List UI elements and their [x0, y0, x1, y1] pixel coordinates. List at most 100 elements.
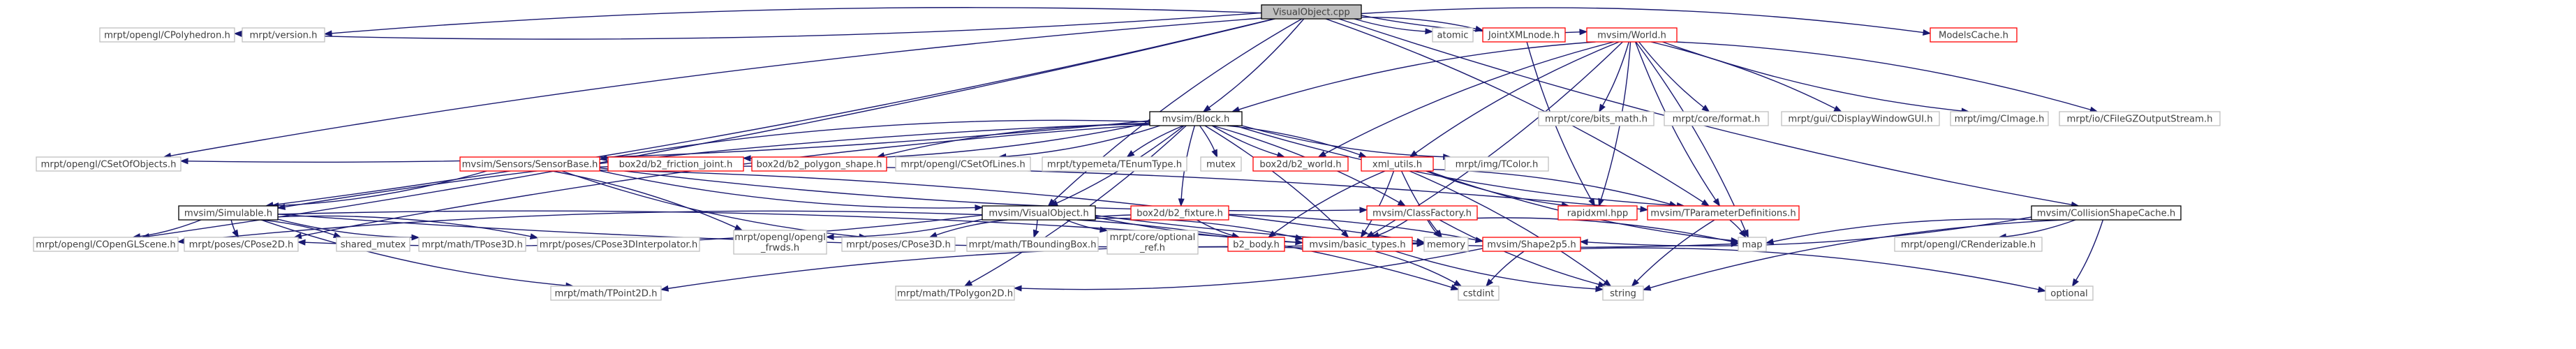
node-label: memory [1427, 240, 1465, 251]
node-box [895, 156, 1031, 172]
edge-arrowhead [297, 239, 306, 246]
node-jointxmlnode-h[interactable]: JointXMLnode.h [1482, 27, 1566, 43]
node-label: mrpt/core/format.h [1673, 114, 1761, 125]
edge-arrowhead [2071, 278, 2079, 288]
node-mvsim-block-h[interactable]: mvsim/Block.h [1149, 111, 1243, 126]
dependency-edge [330, 7, 1262, 34]
edge-arrowhead [660, 285, 669, 292]
dependency-edge [184, 210, 983, 242]
node-label: mrpt/poses/CPose2D.h [189, 240, 294, 251]
node-box [1042, 156, 1187, 172]
node-box [841, 237, 956, 252]
dependency-edge [1772, 218, 2032, 243]
node-modelscache-h[interactable]: ModelsCache.h [1930, 27, 2018, 43]
node-label: box2d/b2_fixture.h [1137, 209, 1223, 219]
node-mvsim-shape2p5-h[interactable]: mvsim/Shape2p5.h [1482, 237, 1581, 252]
node-b2-body-h[interactable]: b2_body.h [1227, 237, 1285, 252]
edge-arrowhead [1317, 151, 1327, 158]
node-label: JointXMLnode.h [1488, 31, 1560, 41]
node-label: b2_body.h [1233, 240, 1280, 251]
node-box2d-b2-polygon-shape-h[interactable]: box2d/b2_polygon_shape.h [751, 156, 887, 172]
node-label: optional [2050, 289, 2087, 299]
dependency-edge [1273, 170, 1386, 235]
edge-arrowhead [1453, 280, 1463, 287]
dependency-edge [277, 215, 532, 237]
node-box2d-b2-friction-joint-h[interactable]: box2d/b2_friction_joint.h [607, 156, 744, 172]
dependency-edge [1211, 125, 1279, 156]
edge-arrowhead [1701, 105, 1710, 112]
node-mvsim-sensors-sensorbase-h[interactable]: mvsim/Sensors/SensorBase.h [459, 156, 600, 172]
dependency-edge [1238, 41, 1596, 110]
dependency-edge [148, 18, 1275, 237]
dependency-edge [1363, 170, 1395, 232]
edge-arrowhead [1642, 284, 1652, 291]
node-box [1361, 156, 1434, 172]
node-box [1149, 111, 1243, 126]
node-box [1106, 230, 1199, 255]
node-box [1458, 285, 1500, 301]
edge-arrowhead [1360, 229, 1368, 239]
dependency-edge [1095, 214, 1733, 248]
node-xml-utils-h[interactable]: xml_utils.h [1361, 156, 1434, 172]
node-label: mrpt/poses/CPose3DInterpolator.h [540, 240, 697, 251]
node-label: box2d/b2_friction_joint.h [619, 160, 733, 170]
edge-arrowhead [1631, 279, 1640, 288]
node-box [895, 285, 1015, 301]
edge-arrowhead [1359, 207, 1368, 214]
node-map: map [1738, 237, 1767, 252]
node-box [178, 205, 279, 221]
node-shared-mutex: shared_mutex [336, 237, 410, 252]
edge-arrowhead [975, 204, 984, 211]
node-mvsim-world-h[interactable]: mvsim/World.h [1586, 27, 1678, 43]
node-label: mrpt/io/CFileGZOutputStream.h [2066, 114, 2212, 125]
edge-arrowhead [1833, 105, 1842, 112]
node-rapidxml-hpp[interactable]: rapidxml.hpp [1557, 205, 1638, 221]
node-mvsim-collisionshapecache-h[interactable]: mvsim/CollisionShapeCache.h [2031, 205, 2182, 221]
edge-arrowhead [1640, 206, 1649, 213]
node-mvsim-tparameterdefinitions-h[interactable]: mvsim/TParameterDefinitions.h [1647, 205, 1800, 221]
edge-arrowhead [1032, 229, 1039, 239]
node-label: mrpt/opengl/opengl [734, 232, 826, 243]
node-mrpt-math-tpolygon2d-h: mrpt/math/TPolygon2D.h [895, 285, 1015, 301]
dependency-edge [1005, 125, 1160, 157]
node-label: cstdint [1463, 289, 1495, 299]
node-label: mvsim/VisualObject.h [989, 209, 1088, 219]
edge-arrowhead [742, 155, 751, 162]
node-label: ModelsCache.h [1939, 31, 2008, 41]
node-mvsim-simulable-h[interactable]: mvsim/Simulable.h [178, 205, 279, 221]
edge-arrowhead [1597, 281, 1607, 288]
dependency-edge [1433, 169, 1671, 205]
dependency-edge [1234, 125, 1678, 207]
dependency-edge [605, 119, 1150, 159]
edge-arrowhead [1100, 226, 1109, 233]
dependency-edge [1427, 219, 1437, 234]
node-box [1444, 156, 1549, 172]
node-mvsim-basic-types-h[interactable]: mvsim/basic_types.h [1302, 237, 1413, 252]
edge-arrowhead [1294, 234, 1304, 241]
edge-arrowhead [1579, 239, 1588, 246]
node-label: xml_utils.h [1372, 160, 1422, 170]
dependency-edge [1204, 125, 1345, 234]
node-box2d-b2-world-h[interactable]: box2d/b2_world.h [1252, 156, 1349, 172]
node-label: VisualObject.cpp [1273, 8, 1350, 18]
dependency-edge [1199, 125, 1215, 151]
edge-arrowhead [1178, 198, 1185, 207]
node-cstdint: cstdint [1458, 285, 1500, 301]
node-mrpt-math-tpose3d-h: mrpt/math/TPose3D.h [418, 237, 526, 252]
node-mvsim-visualobject-h[interactable]: mvsim/VisualObject.h [982, 205, 1096, 221]
node-box [1366, 205, 1478, 221]
dependency-edge [1636, 219, 1715, 283]
node-box [418, 237, 526, 252]
dependency-edge [1650, 41, 1837, 110]
node-box2d-b2-fixture-h[interactable]: box2d/b2_fixture.h [1130, 205, 1229, 221]
node-memory: memory [1423, 237, 1469, 252]
node-mrpt-io-cfilegzoutputstream-h: mrpt/io/CFileGZOutputStream.h [2059, 111, 2221, 126]
node-mrpt-poses-cpose2d-h: mrpt/poses/CPose2D.h [184, 237, 299, 252]
node-label: mrpt/opengl/CSetOfObjects.h [41, 160, 177, 170]
node-mrpt-math-tboundingbox-h: mrpt/math/TBoundingBox.h [966, 237, 1099, 252]
node-mvsim-classfactory-h[interactable]: mvsim/ClassFactory.h [1366, 205, 1478, 221]
edge-arrowhead [928, 232, 938, 238]
node-box [966, 237, 1099, 252]
dependency-edge [1662, 41, 1963, 112]
dependency-edge [832, 218, 983, 238]
